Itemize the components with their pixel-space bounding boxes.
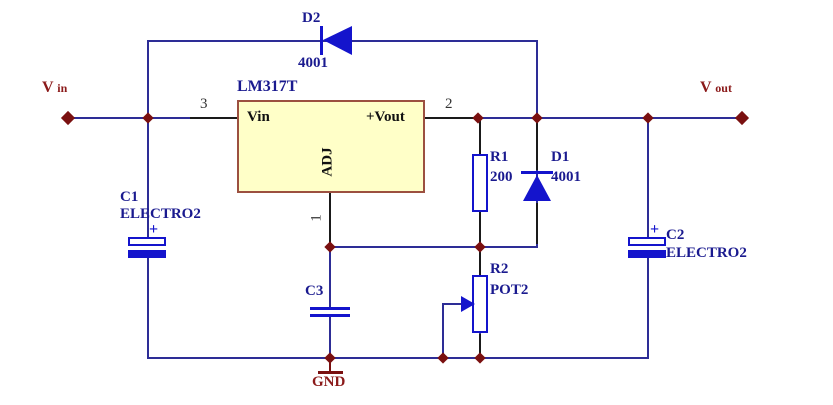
d2-value-label: 4001	[298, 55, 328, 71]
d1-cathode-bar	[521, 171, 553, 174]
c3-bottom-plate	[310, 314, 350, 317]
c1-plus-sign: +	[149, 221, 159, 238]
d1-bottom-stub	[536, 203, 538, 244]
vin-net-label-sub: in	[57, 81, 68, 95]
wire-right-vertical-lower	[647, 256, 649, 359]
junction-dot	[437, 352, 449, 364]
pin-number-1: 1	[308, 214, 325, 222]
ic-pin-vout-label: +Vout	[366, 109, 405, 125]
junction-dot	[474, 352, 486, 364]
vout-net-label-sub: out	[715, 81, 732, 95]
ground-stub	[329, 358, 331, 372]
r1-top-stub	[479, 120, 481, 154]
r1-value-label: 200	[490, 169, 513, 185]
ic-name-label: LM317T	[237, 78, 298, 95]
terminal-vin	[60, 110, 76, 126]
d2-ref-label: D2	[302, 10, 321, 26]
wire-adj-vertical-lower	[329, 317, 331, 359]
d1-value-label: 4001	[551, 169, 581, 185]
gnd-label: GND	[312, 374, 346, 390]
junction-dot	[472, 112, 484, 124]
pin-stub-3	[190, 117, 238, 119]
junction-dot	[142, 112, 154, 124]
junction-dot	[324, 352, 336, 364]
vout-net-label: V out	[700, 79, 732, 97]
c1-top-plate	[128, 237, 166, 246]
r2-top-stub	[479, 250, 481, 276]
junction-dot	[531, 112, 543, 124]
r2-ref-label: R2	[490, 261, 509, 277]
c1-bottom-plate	[128, 250, 166, 258]
c2-bottom-plate	[628, 250, 666, 258]
d2-cathode-bar	[320, 26, 323, 55]
junction-dot	[324, 241, 336, 253]
vin-net-label: V in	[42, 79, 67, 97]
terminal-vout	[734, 110, 750, 126]
pin-stub-2	[424, 117, 477, 119]
vout-net-label-base: V	[700, 79, 712, 96]
c2-top-plate	[628, 237, 666, 246]
wire-bottom-rail	[147, 357, 649, 359]
wire-adj-row	[329, 246, 538, 248]
c3-ref-label: C3	[305, 283, 324, 299]
wire-wiper-vertical	[442, 303, 444, 359]
c3-top-plate	[310, 307, 350, 310]
vin-net-label-base: V	[42, 79, 54, 96]
junction-dot	[474, 241, 486, 253]
r2-wiper-arrow-icon	[461, 296, 475, 312]
r2-value-label: POT2	[490, 282, 529, 298]
c1-value-label: ELECTRO2	[120, 206, 201, 222]
r1-ref-label: R1	[490, 149, 509, 165]
ic-body	[237, 100, 425, 193]
pin-stub-1	[329, 193, 331, 244]
wire-d2-return-drop	[536, 40, 538, 119]
wire-left-vertical-upper	[147, 40, 149, 239]
c1-ref-label: C1	[120, 189, 139, 205]
junction-dot	[642, 112, 654, 124]
wire-wiper-horizontal	[442, 303, 464, 305]
c2-plus-sign: +	[650, 221, 660, 238]
r1-body	[472, 154, 488, 212]
c2-ref-label: C2	[666, 227, 685, 243]
d1-top-stub	[536, 122, 538, 170]
r1-bottom-stub	[479, 212, 481, 244]
pin-number-3: 3	[200, 96, 208, 112]
ground-bar	[318, 371, 343, 374]
ic-pin-vin-label: Vin	[247, 109, 270, 125]
c2-value-label: ELECTRO2	[666, 245, 747, 261]
d1-ref-label: D1	[551, 149, 570, 165]
pin-number-2: 2	[445, 96, 453, 112]
wire-right-vertical-upper	[647, 117, 649, 239]
d2-diode-icon	[323, 26, 352, 55]
wire-left-vertical-lower	[147, 256, 149, 359]
wire-main-rail-right	[424, 117, 742, 119]
ic-pin-adj-label: ADJ	[319, 147, 336, 177]
d1-diode-icon	[523, 175, 551, 201]
r2-bottom-stub	[479, 334, 481, 356]
